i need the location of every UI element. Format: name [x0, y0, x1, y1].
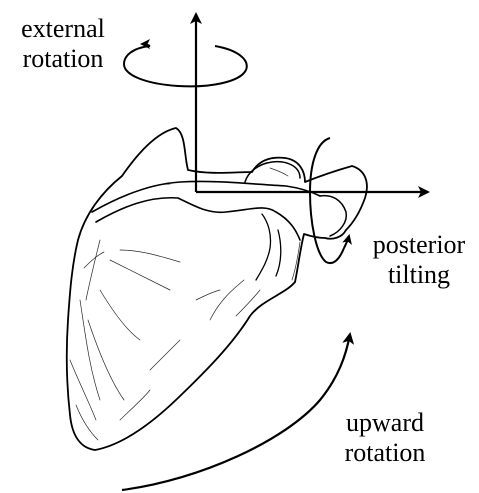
scapula-bone-drawing [67, 128, 367, 450]
external-rotation-line-1: external [2, 14, 124, 44]
posterior-tilting-line-1: posterior [360, 230, 478, 260]
external-rotation-label: external rotation [2, 14, 124, 74]
posterior-tilting-line-2: tilting [360, 260, 478, 290]
upward-rotation-arrow [122, 334, 350, 490]
upward-rotation-line-1: upward [320, 408, 450, 438]
upward-rotation-line-2: rotation [320, 438, 450, 468]
external-rotation-line-2: rotation [2, 44, 124, 74]
upward-rotation-label: upward rotation [320, 408, 450, 468]
posterior-tilting-label: posterior tilting [360, 230, 478, 290]
external-rotation-arrow [124, 44, 247, 86]
posterior-tilting-arrow [310, 138, 349, 263]
